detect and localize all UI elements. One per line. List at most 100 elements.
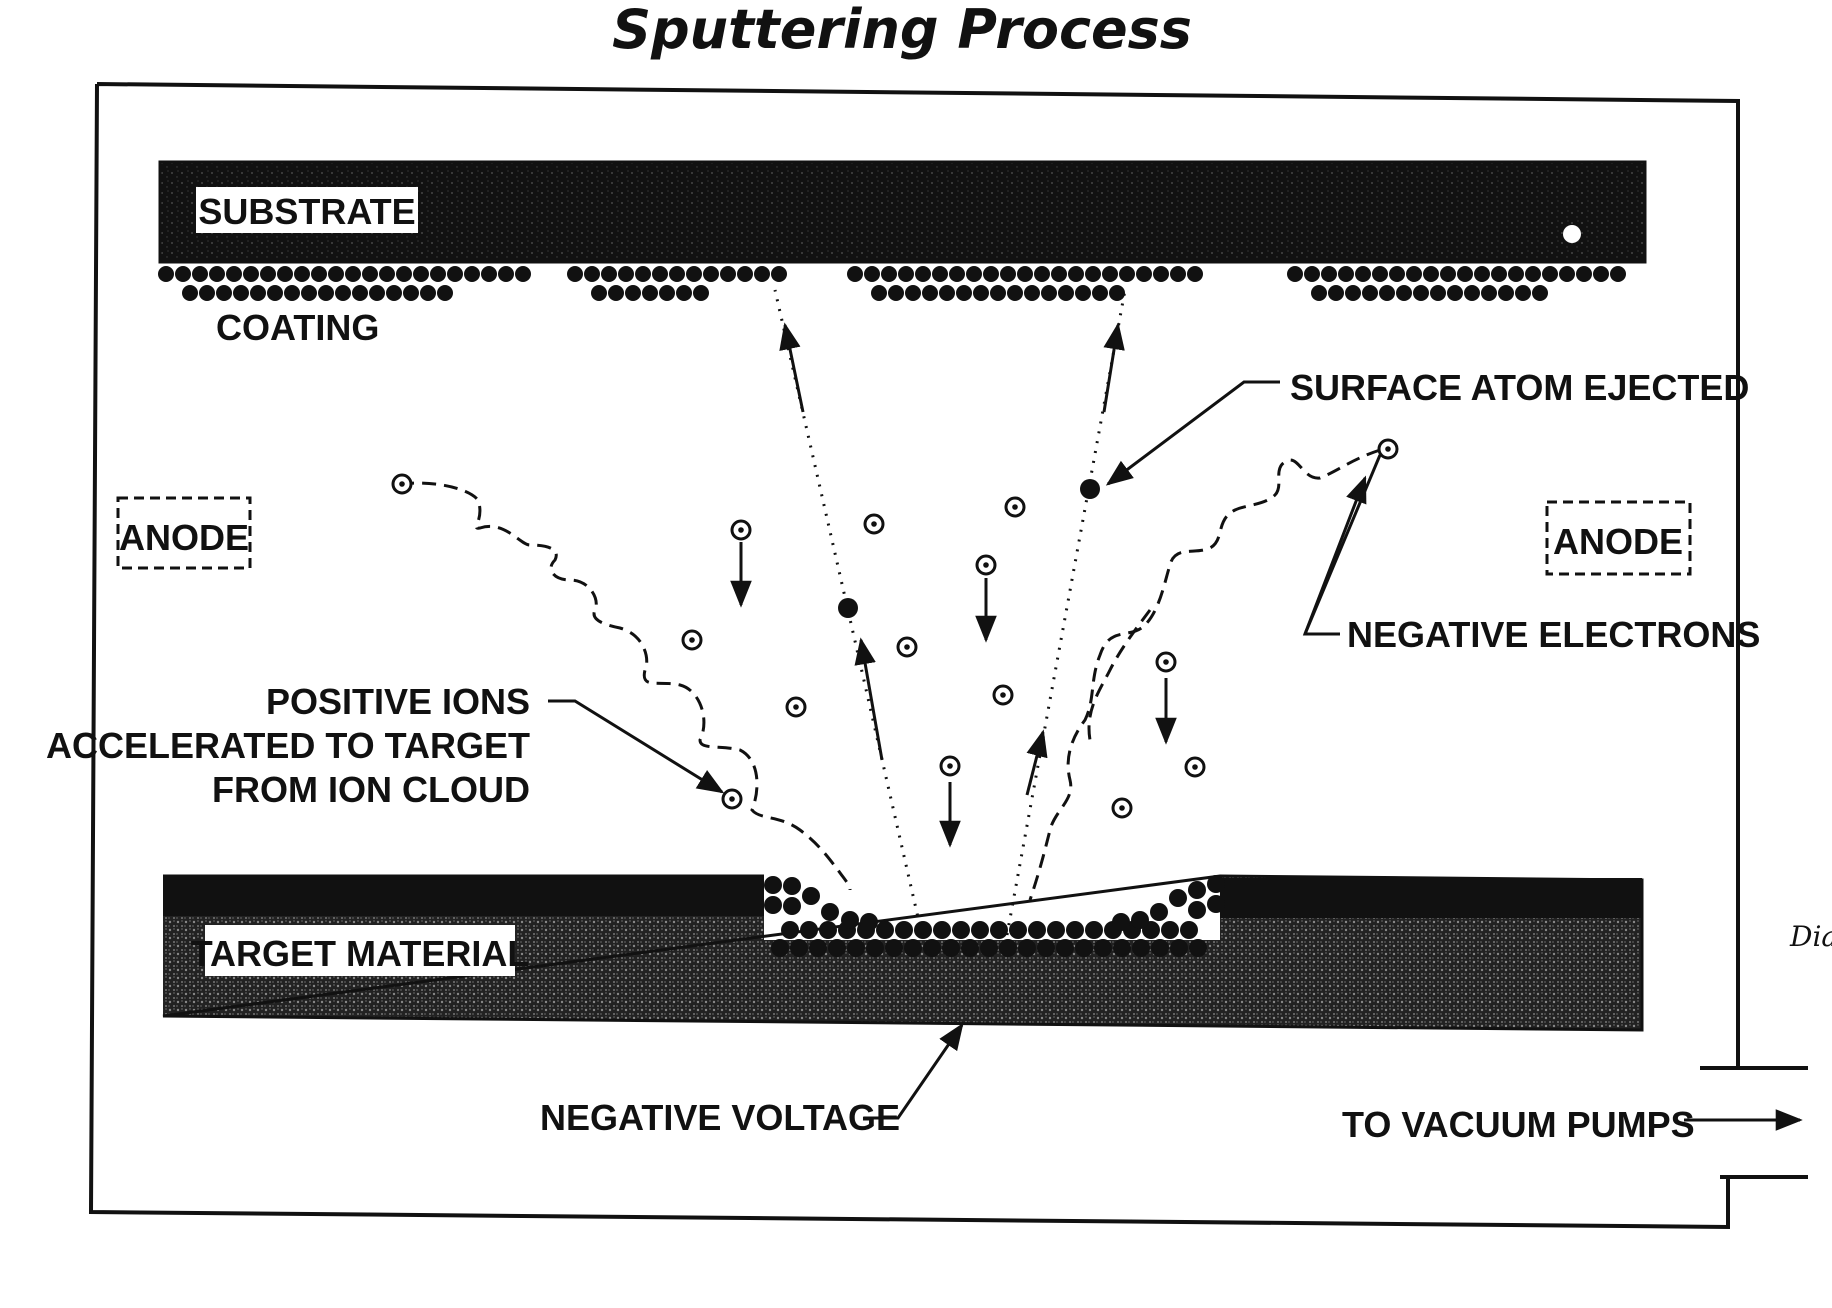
target-atom bbox=[819, 921, 837, 939]
coating-atom bbox=[1024, 285, 1040, 301]
coating-atom bbox=[898, 266, 914, 282]
ion-core bbox=[1192, 764, 1198, 770]
coating-atom bbox=[1430, 285, 1446, 301]
coating-atom bbox=[1372, 266, 1388, 282]
coating-atom bbox=[1532, 285, 1548, 301]
coating-atom bbox=[652, 266, 668, 282]
positive-ions-label-3: FROM ION CLOUD bbox=[212, 769, 530, 810]
coating-atom bbox=[1304, 266, 1320, 282]
coating-atom bbox=[864, 266, 880, 282]
coating-atom bbox=[608, 285, 624, 301]
target-atom bbox=[809, 939, 827, 957]
target-atom bbox=[800, 921, 818, 939]
coating-atom bbox=[1136, 266, 1152, 282]
coating-atom bbox=[635, 266, 651, 282]
coating-atom bbox=[1559, 266, 1575, 282]
coating-atom bbox=[233, 285, 249, 301]
coating-atom bbox=[1109, 285, 1125, 301]
positive-ions-leader bbox=[548, 699, 725, 794]
coating-atom bbox=[1187, 266, 1203, 282]
target-material-block: TARGET MATERIAL bbox=[162, 874, 1644, 1032]
coating-atom bbox=[1515, 285, 1531, 301]
target-atom bbox=[942, 939, 960, 957]
edge-caption: Dia bbox=[1789, 920, 1832, 953]
coating-atom bbox=[226, 266, 242, 282]
coating-atom bbox=[396, 266, 412, 282]
target-atom bbox=[1028, 921, 1046, 939]
target-atom bbox=[1188, 901, 1206, 919]
coating-atom bbox=[447, 266, 463, 282]
ejected-atom-arrows bbox=[779, 322, 1125, 796]
coating-atom bbox=[693, 285, 709, 301]
coating-atom bbox=[481, 266, 497, 282]
coating-atom bbox=[1058, 285, 1074, 301]
coating-atom bbox=[915, 266, 931, 282]
coating-atom bbox=[1593, 266, 1609, 282]
target-atom bbox=[1169, 889, 1187, 907]
target-atom bbox=[933, 921, 951, 939]
coating-atom bbox=[1075, 285, 1091, 301]
target-atom bbox=[802, 887, 820, 905]
coating-atom bbox=[1396, 285, 1412, 301]
vacuum-pumps-label: TO VACUUM PUMPS bbox=[1342, 1104, 1695, 1145]
coating-atom bbox=[335, 285, 351, 301]
target-atom bbox=[952, 921, 970, 939]
positive-ions bbox=[391, 438, 1399, 819]
target-atom bbox=[1170, 939, 1188, 957]
coating-atom bbox=[567, 266, 583, 282]
coating-atom bbox=[1362, 285, 1378, 301]
coating-atom bbox=[720, 266, 736, 282]
coating-atom bbox=[345, 266, 361, 282]
coating-atom bbox=[966, 266, 982, 282]
coating-atom bbox=[1389, 266, 1405, 282]
coating-atom bbox=[1610, 266, 1626, 282]
ion-core bbox=[983, 562, 989, 568]
ion-core bbox=[947, 763, 953, 769]
coating-atom bbox=[1576, 266, 1592, 282]
coating-atom bbox=[1491, 266, 1507, 282]
coating-atom bbox=[601, 266, 617, 282]
coating-atom bbox=[1474, 266, 1490, 282]
coating-atom bbox=[618, 266, 634, 282]
coating-atom bbox=[182, 285, 198, 301]
coating-atom bbox=[669, 266, 685, 282]
anode-left-label: ANODE bbox=[119, 517, 249, 558]
coating-atom bbox=[1464, 285, 1480, 301]
target-atom bbox=[841, 911, 859, 929]
coating-atom bbox=[888, 285, 904, 301]
coating-atom bbox=[1170, 266, 1186, 282]
coating-atom bbox=[328, 266, 344, 282]
coating-atom bbox=[932, 266, 948, 282]
target-atom bbox=[971, 921, 989, 939]
target-atom bbox=[1018, 939, 1036, 957]
target-atom bbox=[771, 939, 789, 957]
target-atom bbox=[860, 913, 878, 931]
coating-atom bbox=[1311, 285, 1327, 301]
target-atom bbox=[1113, 939, 1131, 957]
coating-atom bbox=[369, 285, 385, 301]
coating-atom bbox=[1498, 285, 1514, 301]
coating-atom bbox=[1017, 266, 1033, 282]
coating-atom bbox=[1085, 266, 1101, 282]
target-atom bbox=[1150, 903, 1168, 921]
coating-atom bbox=[294, 266, 310, 282]
coating-atom bbox=[1328, 285, 1344, 301]
negative-electrons-leader-2 bbox=[1303, 454, 1382, 635]
target-material-label: TARGET MATERIAL bbox=[191, 933, 530, 974]
coating-atom bbox=[1423, 266, 1439, 282]
negative-voltage-label: NEGATIVE VOLTAGE bbox=[540, 1097, 900, 1138]
target-atom bbox=[895, 921, 913, 939]
positive-ions-callout: POSITIVE IONS ACCELERATED TO TARGET FROM… bbox=[46, 681, 530, 810]
target-atom bbox=[1188, 881, 1206, 899]
target-atom bbox=[904, 939, 922, 957]
coating-atom bbox=[1092, 285, 1108, 301]
target-atom bbox=[876, 921, 894, 939]
target-atom bbox=[999, 939, 1017, 957]
ejected-atom bbox=[838, 598, 858, 618]
coating-atom bbox=[1481, 285, 1497, 301]
target-atom bbox=[1066, 921, 1084, 939]
coating-atom bbox=[1338, 266, 1354, 282]
ion-core bbox=[738, 527, 744, 533]
target-atom bbox=[847, 939, 865, 957]
target-atom bbox=[1207, 875, 1225, 893]
